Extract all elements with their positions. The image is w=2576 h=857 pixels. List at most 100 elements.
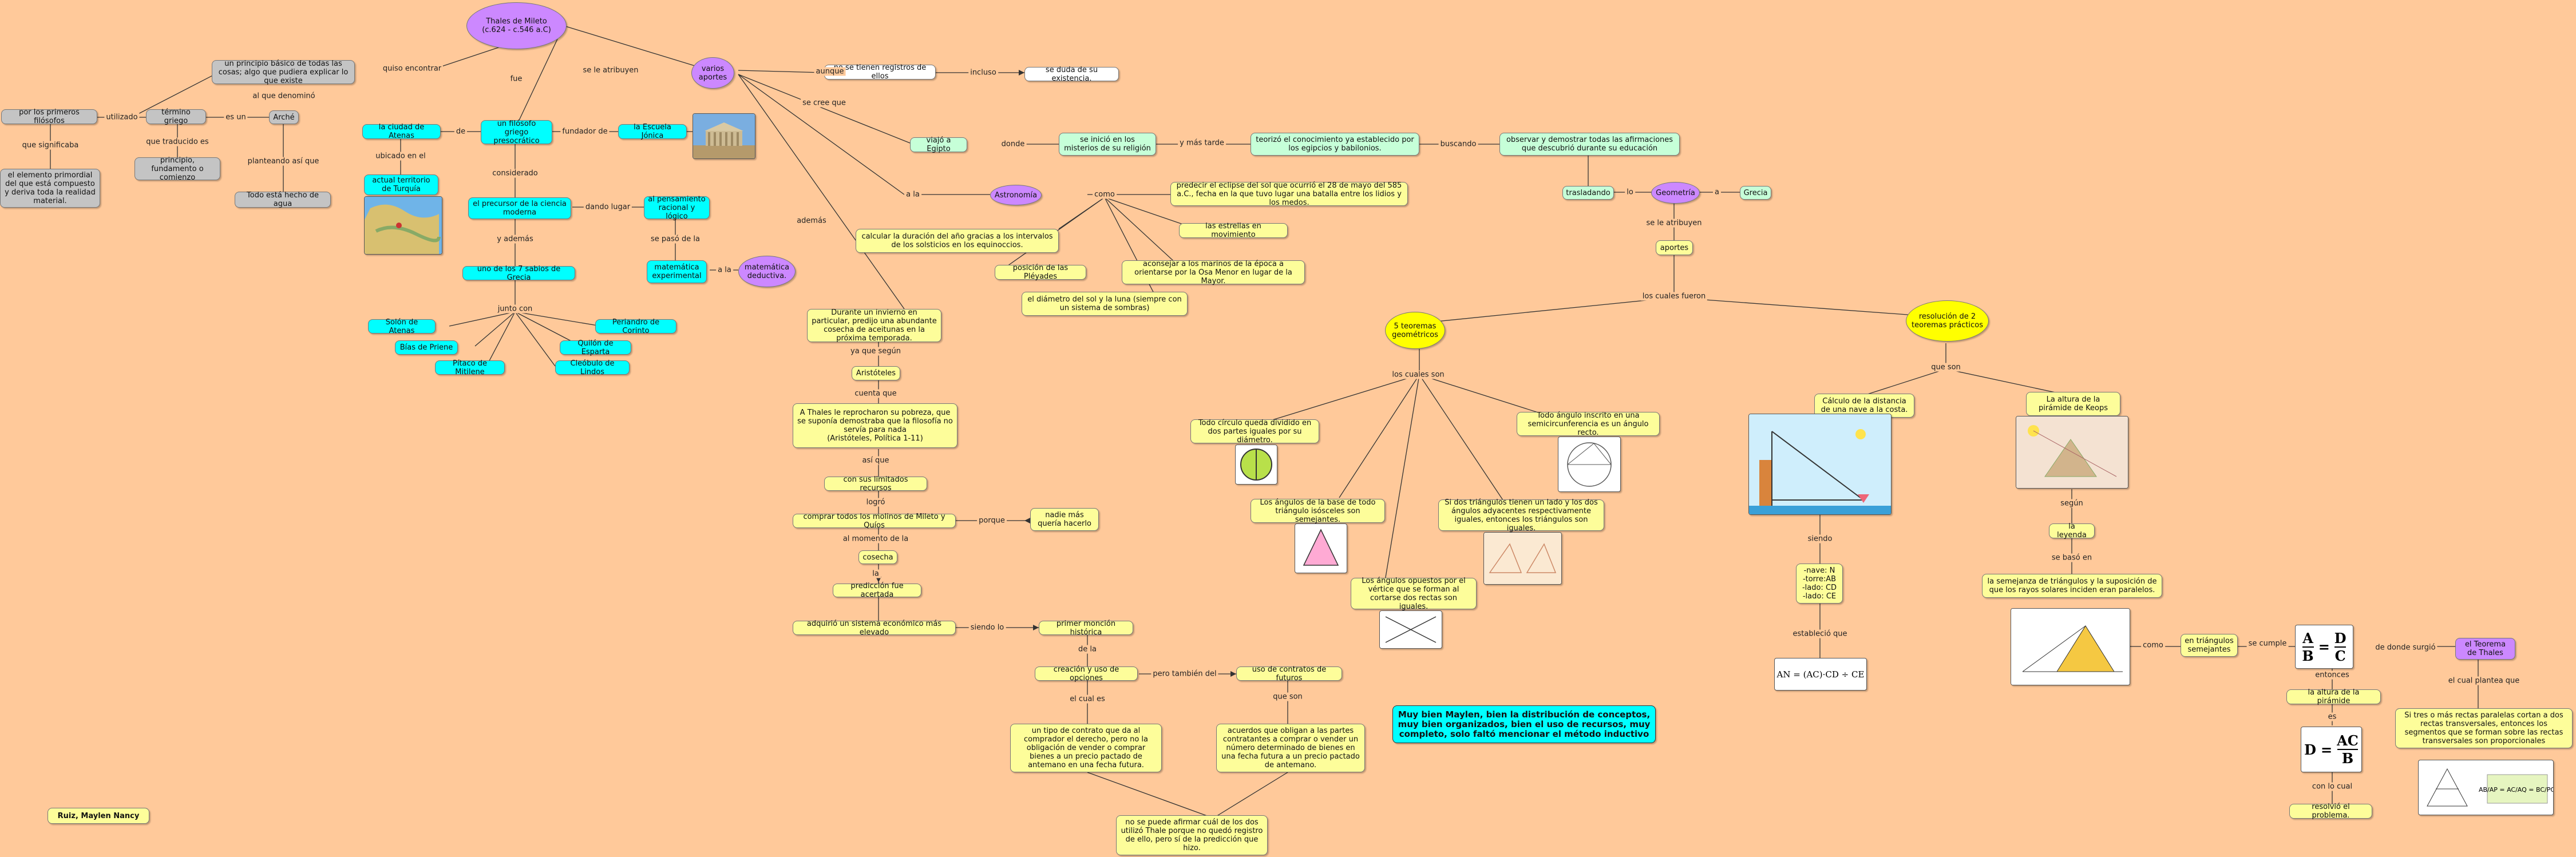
- node-comprar[interactable]: comprar todos los molinos de Mileto y Qu…: [793, 513, 956, 530]
- node-pensamiento[interactable]: al pensamiento racional y lógico: [644, 195, 710, 221]
- node-observar[interactable]: observar y demostrar todas las afirmacio…: [1499, 133, 1680, 156]
- semicircle-image: [1558, 437, 1621, 492]
- node-semejantes[interactable]: en triángulos semejantes: [2181, 634, 2238, 657]
- node-sabios[interactable]: uno de los 7 sabios de Grecia: [462, 265, 575, 282]
- node-teorema-thales[interactable]: el Teorema de Thales: [2455, 638, 2515, 660]
- node-prediccion[interactable]: predicción fue acertada: [833, 582, 921, 599]
- link-label: y además: [495, 235, 535, 244]
- node-astronomia[interactable]: Astronomía: [990, 185, 1042, 205]
- node-acuerdos[interactable]: acuerdos que obligan a las partes contra…: [1216, 724, 1365, 772]
- formula-an: AN = (AC)·CD ÷ CE: [1774, 658, 1867, 691]
- node-diametro[interactable]: el diámetro del sol y la luna (siempre c…: [1022, 292, 1188, 316]
- node-mat-ded[interactable]: matemática deductiva.: [738, 256, 796, 287]
- node-termino[interactable]: término griego: [146, 108, 206, 125]
- node-nadie[interactable]: nadie más quería hacerlo: [1030, 508, 1099, 531]
- node-marinos[interactable]: aconsejar a los marinos de la época a or…: [1122, 260, 1305, 285]
- node-principio-fund[interactable]: principio, fundamento o comienzo: [134, 156, 220, 182]
- node-futuros[interactable]: uso de contratos de futuros: [1236, 665, 1342, 683]
- node-teorizo[interactable]: teorizó el conocimiento ya establecido p…: [1251, 133, 1419, 156]
- node-elemento[interactable]: el elemento primordial del que está comp…: [0, 169, 100, 208]
- node-recursos[interactable]: con sus limitados recursos: [824, 475, 927, 493]
- author-name[interactable]: Ruiz, Maylen Nancy: [48, 808, 149, 824]
- node-isosceles[interactable]: Los ángulos de la base de todo triángulo…: [1251, 498, 1385, 524]
- node-arche[interactable]: Arché: [269, 110, 299, 124]
- node-invierno[interactable]: Durante un invierno en particular, predi…: [807, 308, 941, 343]
- node-monopolio[interactable]: primer monción histórica: [1039, 620, 1133, 637]
- node-text: un principio básico de todas las cosas; …: [218, 59, 349, 85]
- feedback-note[interactable]: Muy bien Maylen, bien la distribución de…: [1392, 705, 1656, 743]
- node-bias[interactable]: Bías de Priene: [395, 340, 458, 355]
- node-aportes2[interactable]: aportes: [1656, 240, 1693, 255]
- node-turquia[interactable]: actual territorio de Turquía: [364, 174, 438, 195]
- node-principio[interactable]: un principio básico de todas las cosas; …: [212, 59, 355, 85]
- transversal-lines-icon: AB/AP = AC/AQ = BC/PQ: [2427, 768, 2553, 807]
- node-text: las estrellas en movimiento: [1205, 222, 1261, 239]
- node-pitaco[interactable]: Pítaco de Mitilene: [435, 359, 505, 376]
- node-text: en triángulos semejantes: [2185, 637, 2234, 654]
- node-grecia[interactable]: Grecia: [1740, 186, 1771, 200]
- node-periandro[interactable]: Periandro de Corinto: [595, 318, 676, 335]
- node-trasladando[interactable]: trasladando: [1562, 186, 1614, 200]
- link-label: se le atribuyen: [1644, 219, 1704, 228]
- formula-triangle-ratio: AB/AP = AC/AQ = BC/PQ: [2479, 786, 2553, 793]
- node-quilon[interactable]: Quilón de Esparta: [560, 339, 631, 356]
- node-piramide[interactable]: La altura de la pirámide de Keops: [2026, 392, 2120, 416]
- node-reprocharon[interactable]: A Thales le reprocharon su pobreza, que …: [793, 403, 957, 448]
- formula-b: B: [2341, 750, 2354, 767]
- node-precursor[interactable]: el precursor de la ciencia moderna: [468, 197, 571, 219]
- node-geometria[interactable]: Geometría: [1651, 182, 1700, 204]
- pyramid-image: [2016, 416, 2128, 489]
- node-cosecha[interactable]: cosecha: [858, 550, 897, 564]
- link-label: según: [2059, 499, 2085, 508]
- node-adquirio[interactable]: adquirió un sistema económico más elevad…: [793, 620, 956, 637]
- node-text: el Teorema de Thales: [2464, 640, 2506, 657]
- node-triangulos[interactable]: Si dos triángulos tienen un lado y los d…: [1438, 498, 1604, 533]
- link-label: la: [870, 569, 881, 578]
- node-estrellas[interactable]: las estrellas en movimiento: [1179, 222, 1288, 239]
- node-primeros[interactable]: por los primeros filósofos: [1, 108, 97, 125]
- node-filosofo[interactable]: un filósofo griego presocrático: [481, 120, 552, 145]
- node-duda[interactable]: se duda de su existencia.: [1024, 66, 1119, 83]
- node-atenas[interactable]: la ciudad de Atenas: [362, 123, 441, 140]
- node-pleyades[interactable]: posición de las Pléyades: [995, 264, 1086, 281]
- node-cleobulo[interactable]: Cleóbulo de Lindos: [555, 359, 630, 376]
- node-mat-exp[interactable]: matemática experimental: [647, 260, 707, 283]
- map-image: [364, 196, 442, 255]
- node-agua[interactable]: Todo está hecho de agua: [235, 191, 331, 208]
- node-text: no se puede afirmar cuál de los dos util…: [1121, 818, 1263, 852]
- node-rectas[interactable]: Si tres o más rectas paralelas cortan a …: [2395, 708, 2573, 748]
- node-solon[interactable]: Solón de Atenas: [368, 318, 436, 335]
- node-leyenda[interactable]: la leyenda: [2049, 522, 2095, 539]
- link-label: a la: [716, 265, 733, 275]
- node-text: Todo círculo queda dividido en dos parte…: [1198, 418, 1312, 445]
- node-afirmar[interactable]: no se puede afirmar cuál de los dos util…: [1116, 815, 1268, 855]
- similar-triangles-icon: [2011, 609, 2130, 685]
- node-opuestos[interactable]: Los ángulos opuestos por el vértice que …: [1351, 577, 1477, 611]
- link-label: los cuales son: [1390, 370, 1446, 379]
- node-resolvio[interactable]: resolvió el problema.: [2289, 803, 2372, 820]
- link-label: el cual es: [1068, 695, 1107, 704]
- link-label: así que: [860, 456, 891, 465]
- node-altura[interactable]: la altura de la pirámide: [2286, 688, 2381, 705]
- node-contrato[interactable]: un tipo de contrato que da al comprador …: [1010, 724, 1162, 772]
- node-text: un tipo de contrato que da al comprador …: [1024, 727, 1148, 769]
- node-nave[interactable]: -nave: N -torre:AB -lado: CD -lado: CE: [1796, 564, 1843, 604]
- node-text: la leyenda: [2057, 522, 2087, 539]
- node-aportes[interactable]: varios aportes: [691, 57, 734, 89]
- title-node[interactable]: Thales de Mileto (c.624 - c.546 a.C): [466, 2, 567, 49]
- link-label: cuenta que: [853, 389, 899, 398]
- node-creacion[interactable]: creación y uso de opciones: [1035, 665, 1138, 683]
- node-aristoteles[interactable]: Aristóteles: [852, 366, 900, 380]
- node-inscrito[interactable]: Todo ángulo inscrito en una semicircunfe…: [1517, 411, 1660, 437]
- link-label: planteando así que: [246, 157, 321, 166]
- node-calcular[interactable]: calcular la duración del año gracias a l…: [856, 229, 1059, 253]
- node-circulo[interactable]: Todo círculo queda dividido en dos parte…: [1190, 418, 1319, 445]
- node-misterios[interactable]: se inició en los misterios de su religió…: [1059, 133, 1156, 156]
- node-jonica[interactable]: la Escuela Jónica: [618, 123, 687, 140]
- node-practicos[interactable]: resolución de 2 teoremas prácticos: [1906, 300, 1989, 342]
- node-egipto[interactable]: viajó a Egipto: [910, 136, 967, 153]
- node-eclipse[interactable]: predecir el eclipse del sol que ocurrió …: [1170, 181, 1408, 207]
- node-semejanza[interactable]: la semejanza de triángulos y la suposici…: [1982, 574, 2162, 598]
- node-teoremas[interactable]: 5 teoremas geométricos: [1385, 312, 1445, 349]
